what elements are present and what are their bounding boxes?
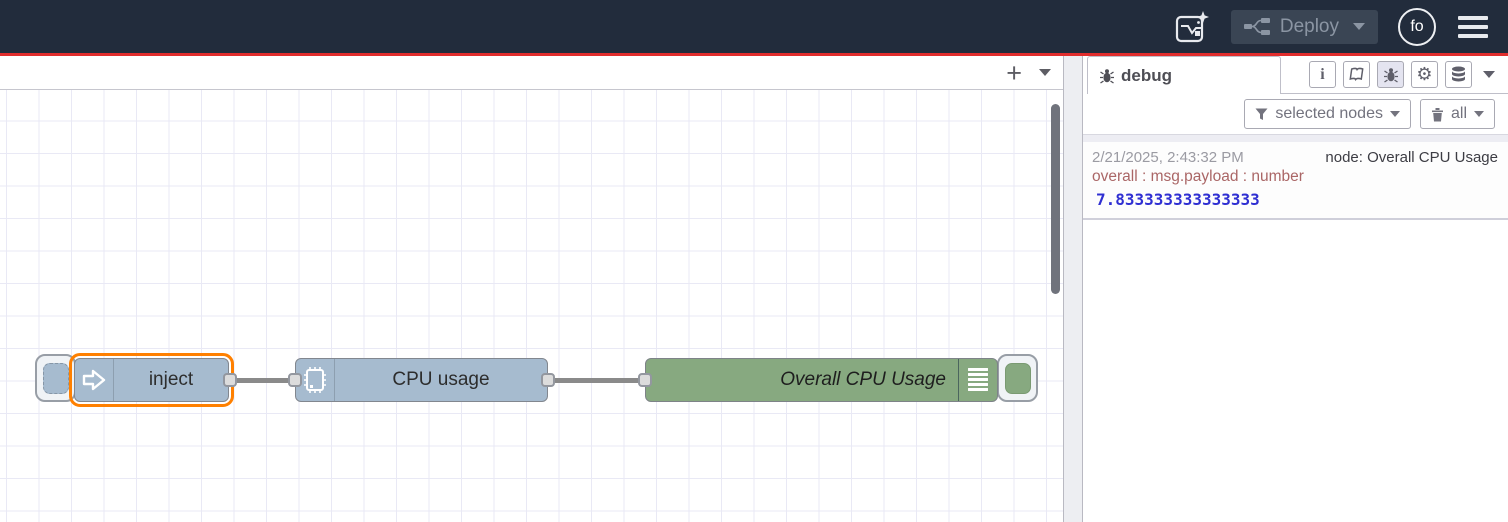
clear-button-label: all [1450, 105, 1467, 122]
debug-message[interactable]: 2/21/2025, 2:43:32 PM node: Overall CPU … [1083, 142, 1508, 220]
flow-list-chevron-down-icon[interactable] [1039, 69, 1051, 76]
header-bar: Deploy fo [0, 0, 1508, 53]
debug-message-value[interactable]: 7.833333333333333 [1096, 190, 1260, 209]
debug-toggle-button-face [1004, 362, 1031, 394]
debug-tab-button[interactable] [1377, 61, 1404, 88]
deploy-button-label: Deploy [1279, 15, 1339, 37]
chevron-down-icon [1474, 111, 1484, 117]
flow-tabbar: + [0, 56, 1063, 90]
avatar-initials: fo [1410, 17, 1424, 35]
debug-message-source: node: Overall CPU Usage [1325, 149, 1498, 166]
hamburger-menu-icon[interactable] [1456, 12, 1490, 42]
sidebar-tabbar: debug i [1083, 56, 1508, 94]
filter-button-label: selected nodes [1275, 105, 1383, 122]
node-label: CPU usage [392, 369, 490, 390]
user-avatar[interactable]: fo [1398, 7, 1436, 46]
inject-arrow-icon [75, 359, 114, 401]
wire-cpu-to-debug[interactable] [548, 378, 645, 383]
main-area: + inject [0, 56, 1508, 522]
debug-input-port[interactable] [638, 373, 652, 387]
sidebar-menu-chevron-down-icon[interactable] [1483, 71, 1495, 78]
node-label: inject [148, 369, 194, 390]
header-accent-line [0, 53, 1508, 56]
debug-toggle-button[interactable] [997, 354, 1038, 402]
message-list-gap [1083, 135, 1508, 142]
info-tab-button[interactable]: i [1309, 61, 1336, 88]
filter-selected-nodes-button[interactable]: selected nodes [1244, 99, 1411, 129]
chip-icon [296, 359, 335, 401]
flow-assistant-icon [1174, 9, 1211, 45]
trash-icon [1431, 107, 1444, 122]
node-inject[interactable]: inject [69, 353, 234, 407]
console-lines-icon [958, 359, 997, 401]
debug-message-list: 2/21/2025, 2:43:32 PM node: Overall CPU … [1083, 135, 1508, 522]
debug-message-meta: 2/21/2025, 2:43:32 PM node: Overall CPU … [1092, 149, 1498, 166]
help-tab-button[interactable] [1343, 61, 1370, 88]
debug-message-property: overall : msg.payload : number [1092, 168, 1304, 185]
wire-inject-to-cpu[interactable] [230, 378, 296, 383]
chevron-down-icon [1389, 111, 1400, 117]
book-icon [1348, 67, 1365, 82]
cpu-output-port[interactable] [541, 373, 555, 387]
inject-output-port[interactable] [223, 373, 237, 387]
deploy-button[interactable]: Deploy [1230, 9, 1378, 44]
chevron-down-icon[interactable] [1353, 23, 1365, 30]
funnel-icon [1255, 108, 1268, 121]
debug-filter-toolbar: selected nodes all [1083, 94, 1508, 135]
context-tab-button[interactable] [1445, 61, 1472, 88]
bug-icon [1099, 68, 1115, 84]
node-cpu-usage[interactable]: CPU usage [295, 358, 548, 402]
tab-debug-label: debug [1121, 65, 1172, 85]
inject-trigger-button-face [42, 362, 69, 394]
sidebar-splitter[interactable] [1064, 56, 1083, 522]
node-overall-cpu-usage[interactable]: Overall CPU Usage [645, 358, 998, 402]
sidebar-tab-buttons: i [1281, 56, 1508, 94]
tab-debug[interactable]: debug [1087, 56, 1281, 94]
node-label: Overall CPU Usage [780, 369, 946, 390]
workspace: + inject [0, 56, 1064, 522]
gear-icon: ⚙ [1416, 64, 1433, 84]
canvas-vertical-scrollbar[interactable] [1051, 104, 1060, 294]
debug-sidebar: debug i [1083, 56, 1508, 522]
inject-trigger-button[interactable] [35, 354, 76, 402]
add-flow-button[interactable]: + [1006, 57, 1022, 88]
database-icon [1450, 66, 1467, 83]
flow-canvas[interactable]: inject CPU usage [0, 90, 1063, 522]
info-icon: i [1320, 65, 1325, 83]
bug-icon [1383, 67, 1399, 83]
config-tab-button[interactable]: ⚙ [1411, 61, 1438, 88]
cpu-input-port[interactable] [288, 373, 302, 387]
flow-assistant-button[interactable] [1174, 9, 1211, 45]
debug-message-timestamp: 2/21/2025, 2:43:32 PM [1092, 149, 1244, 166]
deploy-nodes-icon [1243, 18, 1270, 35]
clear-messages-button[interactable]: all [1419, 99, 1495, 129]
